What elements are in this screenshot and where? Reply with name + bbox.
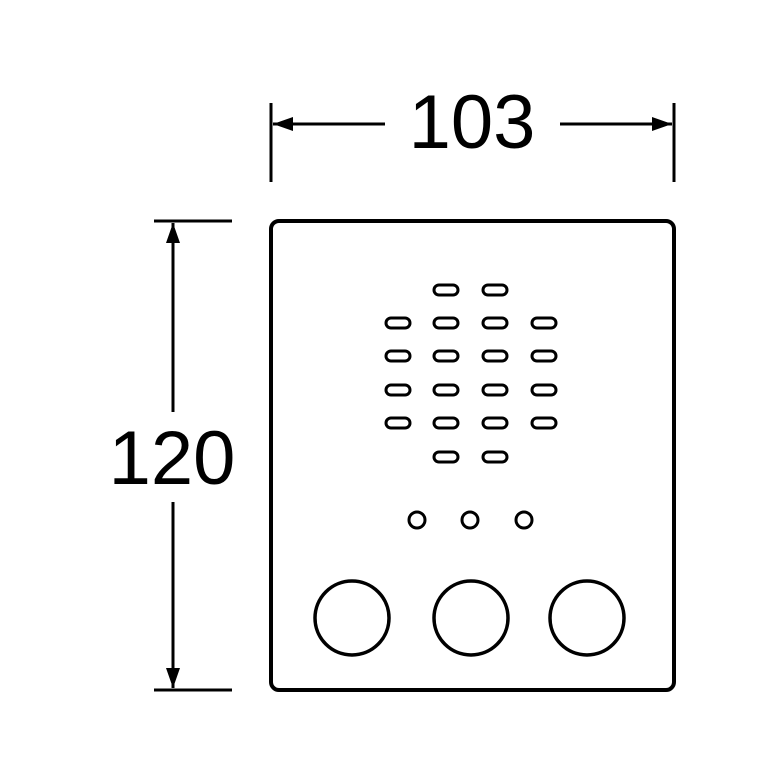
- indicator-led: [407, 510, 427, 530]
- height-dimension: 120: [109, 219, 236, 692]
- speaker-slot: [384, 349, 412, 363]
- call-button: [313, 579, 391, 657]
- speaker-slot: [384, 316, 412, 330]
- speaker-slot: [530, 383, 558, 397]
- speaker-slot: [432, 349, 460, 363]
- speaker-slot: [530, 416, 558, 430]
- indicator-led: [514, 510, 534, 530]
- speaker-slot: [481, 349, 509, 363]
- device-body: [269, 219, 676, 692]
- speaker-slot: [432, 450, 460, 464]
- speaker-grille: [384, 283, 558, 464]
- speaker-slot: [481, 383, 509, 397]
- speaker-slot: [481, 316, 509, 330]
- indicator-led: [460, 510, 480, 530]
- width-label: 103: [409, 80, 536, 165]
- call-button: [432, 579, 510, 657]
- speaker-slot: [432, 283, 460, 297]
- call-buttons: [313, 579, 626, 657]
- speaker-slot: [384, 383, 412, 397]
- speaker-slot: [481, 416, 509, 430]
- call-button: [548, 579, 626, 657]
- width-dimension: 103: [269, 80, 676, 182]
- indicator-leds: [407, 510, 534, 530]
- speaker-slot: [384, 416, 412, 430]
- speaker-slot: [530, 316, 558, 330]
- speaker-slot: [432, 416, 460, 430]
- speaker-slot: [530, 349, 558, 363]
- speaker-slot: [432, 316, 460, 330]
- speaker-slot: [432, 383, 460, 397]
- speaker-slot: [481, 283, 509, 297]
- speaker-slot: [481, 450, 509, 464]
- height-label: 120: [109, 416, 236, 501]
